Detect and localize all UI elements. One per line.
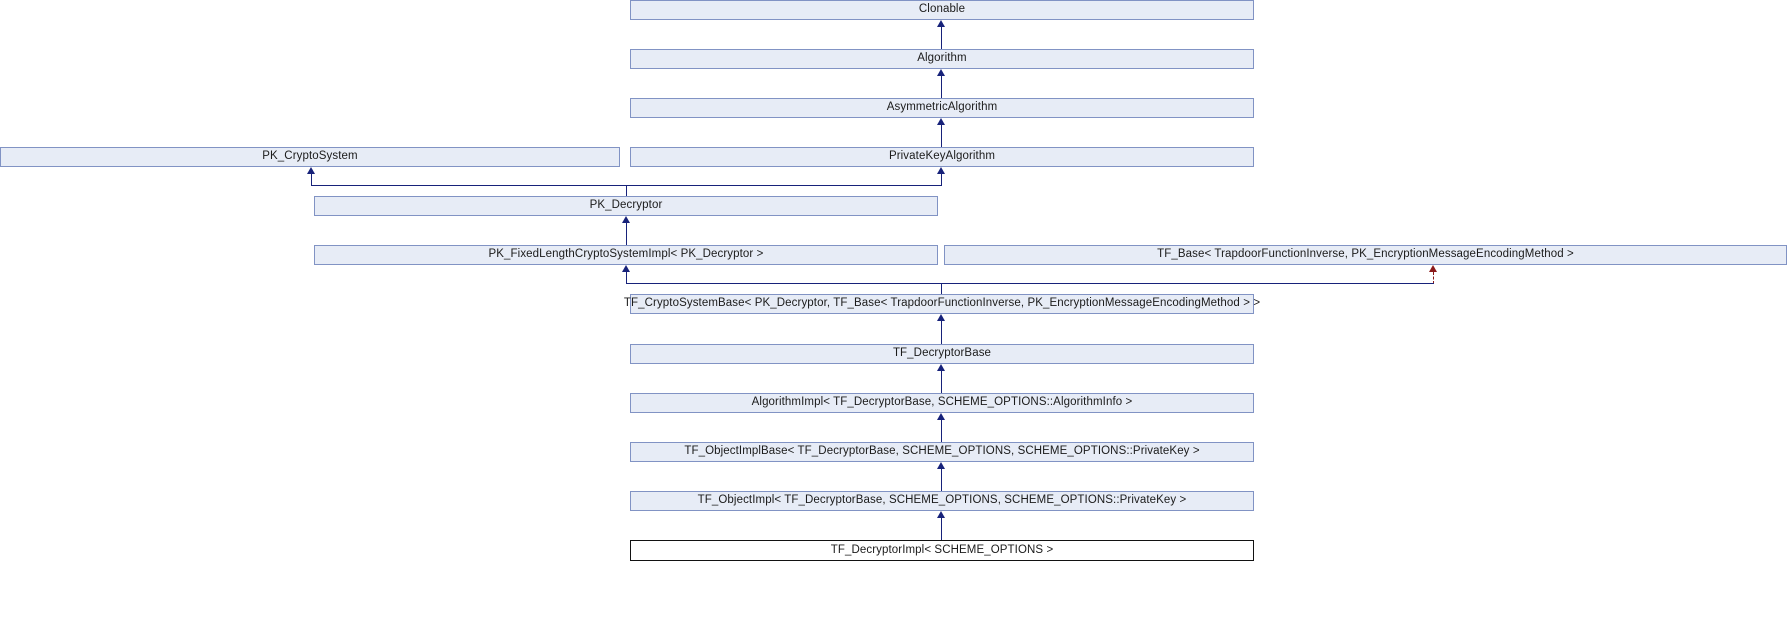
class-node-label: PK_Decryptor — [589, 199, 663, 212]
class-node-tf-decryptorbase[interactable]: TF_DecryptorBase — [630, 344, 1254, 364]
arrowhead-pkdecryptor-to-pkcryptosystem — [307, 167, 315, 174]
class-node-label: TF_DecryptorImpl< SCHEME_OPTIONS > — [830, 543, 1054, 556]
arrowhead-decryptorbase-to-cryptosystembase — [937, 314, 945, 321]
edge-pkdecryptor-to-privatekey-horizontal — [626, 185, 942, 186]
class-node-label: PrivateKeyAlgorithm — [888, 150, 996, 163]
class-node-label: TF_ObjectImpl< TF_DecryptorBase, SCHEME_… — [697, 494, 1187, 507]
class-node-label: TF_DecryptorBase — [892, 347, 992, 360]
class-node-tf-cryptosystembase[interactable]: TF_CryptoSystemBase< PK_Decryptor, TF_Ba… — [624, 294, 1260, 314]
edge-cryptosystembase-to-tfbase-horizontal — [941, 283, 1434, 284]
class-node-tf-objectimplbase[interactable]: TF_ObjectImplBase< TF_DecryptorBase, SCH… — [630, 442, 1254, 462]
arrowhead-privatekey-to-asymmetric — [937, 118, 945, 125]
edge-fixedlength-to-pkdecryptor — [626, 223, 627, 245]
arrowhead-decryptorimpl-to-objectimpl — [937, 511, 945, 518]
class-node-algorithmimpl[interactable]: AlgorithmImpl< TF_DecryptorBase, SCHEME_… — [630, 393, 1254, 413]
class-node-label: TF_CryptoSystemBase< PK_Decryptor, TF_Ba… — [623, 297, 1261, 310]
class-node-label: TF_Base< TrapdoorFunctionInverse, PK_Enc… — [1157, 248, 1574, 261]
edge-asymmetric-to-algorithm — [941, 76, 942, 98]
edge-pkdecryptor-to-privatekey-vertical — [941, 174, 942, 186]
class-node-tf-objectimpl[interactable]: TF_ObjectImpl< TF_DecryptorBase, SCHEME_… — [630, 491, 1254, 511]
edge-cryptosystembase-to-tfbase-vertical — [1433, 272, 1434, 284]
edge-pkdecryptor-to-pkcryptosystem-vertical — [311, 174, 312, 186]
arrowhead-cryptosystembase-to-tfbase — [1429, 265, 1437, 272]
class-node-algorithm[interactable]: Algorithm — [630, 49, 1254, 69]
edge-pkdecryptor-to-pkcryptosystem-horizontal — [311, 185, 627, 186]
edge-objectimplbase-to-algorithmimpl — [941, 420, 942, 442]
edge-decryptorimpl-to-objectimpl — [941, 518, 942, 540]
edge-cryptosystembase-to-fixedlength-drop — [941, 283, 942, 294]
class-node-label: Clonable — [918, 3, 966, 16]
edge-cryptosystembase-to-fixedlength-vertical — [626, 272, 627, 284]
class-node-clonable[interactable]: Clonable — [630, 0, 1254, 20]
arrowhead-asymmetric-to-algorithm — [937, 69, 945, 76]
class-node-tf-decryptorimpl[interactable]: TF_DecryptorImpl< SCHEME_OPTIONS > — [630, 540, 1254, 561]
arrowhead-objectimplbase-to-algorithmimpl — [937, 413, 945, 420]
edge-algorithmimpl-to-decryptorbase — [941, 371, 942, 393]
arrowhead-objectimpl-to-objectimplbase — [937, 462, 945, 469]
edge-objectimpl-to-objectimplbase — [941, 469, 942, 491]
class-node-label: PK_CryptoSystem — [262, 150, 358, 163]
edge-algorithm-to-clonable — [941, 27, 942, 49]
arrowhead-algorithmimpl-to-decryptorbase — [937, 364, 945, 371]
class-node-tf-base[interactable]: TF_Base< TrapdoorFunctionInverse, PK_Enc… — [944, 245, 1787, 265]
class-node-privatekey-algorithm[interactable]: PrivateKeyAlgorithm — [630, 147, 1254, 167]
edge-privatekey-to-asymmetric — [941, 125, 942, 147]
class-node-pk-fixedlength-cryptosystemimpl[interactable]: PK_FixedLengthCryptoSystemImpl< PK_Decry… — [314, 245, 938, 265]
arrowhead-pkdecryptor-to-privatekey — [937, 167, 945, 174]
class-node-pk-cryptosystem[interactable]: PK_CryptoSystem — [0, 147, 620, 167]
class-node-asymmetric-algorithm[interactable]: AsymmetricAlgorithm — [630, 98, 1254, 118]
arrowhead-fixedlength-to-pkdecryptor — [622, 216, 630, 223]
class-node-label: TF_ObjectImplBase< TF_DecryptorBase, SCH… — [684, 445, 1200, 458]
edge-cryptosystembase-to-fixedlength-horizontal — [626, 283, 942, 284]
edge-decryptorbase-to-cryptosystembase — [941, 321, 942, 344]
class-node-label: AlgorithmImpl< TF_DecryptorBase, SCHEME_… — [751, 396, 1133, 409]
arrowhead-algorithm-to-clonable — [937, 20, 945, 27]
class-node-label: AsymmetricAlgorithm — [886, 101, 998, 114]
class-node-pk-decryptor[interactable]: PK_Decryptor — [314, 196, 938, 216]
class-node-label: Algorithm — [917, 52, 967, 65]
class-node-label: PK_FixedLengthCryptoSystemImpl< PK_Decry… — [488, 248, 764, 261]
arrowhead-cryptosystembase-to-fixedlength — [622, 265, 630, 272]
edge-pkdecryptor-to-pkcryptosystem-drop — [626, 185, 627, 196]
